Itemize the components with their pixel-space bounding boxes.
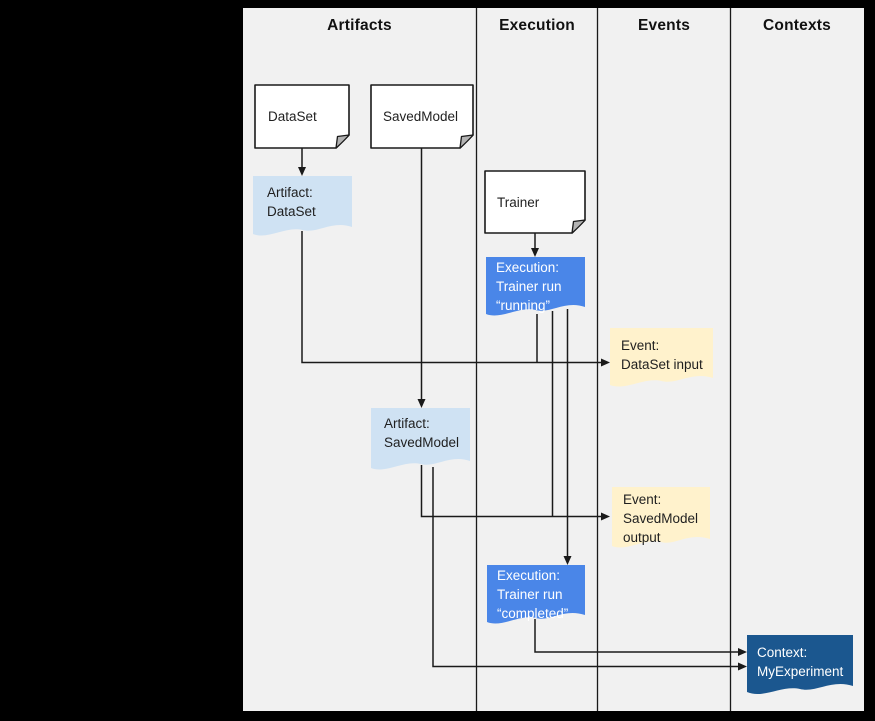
artifact-savedmodel-label: Artifact: SavedModel <box>384 416 460 450</box>
column-header-events: Events <box>637 17 691 34</box>
artifact-dataset-label: Artifact: DataSet <box>267 185 316 219</box>
note-fold-icon <box>571 219 586 234</box>
node-event-savedmodel-output <box>612 487 710 548</box>
connector-lines <box>301 148 738 668</box>
execution-running-label: Execution: Trainer run “running” <box>496 260 562 313</box>
lane-dividers <box>475 8 732 711</box>
note-fold-icon <box>459 134 474 149</box>
savedmodel-note-label: SavedModel <box>383 109 459 124</box>
trainer-note-label: Trainer <box>497 194 540 210</box>
node-artifact-savedmodel <box>371 408 470 470</box>
event-dataset-input-label: Event: DataSet input <box>621 338 703 372</box>
node-context-myexperiment <box>747 635 853 694</box>
node-artifact-dataset <box>253 176 352 236</box>
context-myexperiment-label: Context: MyExperiment <box>757 645 844 679</box>
note-fold-icon <box>335 134 350 149</box>
node-execution-running <box>486 257 585 316</box>
node-event-dataset-input <box>610 328 713 387</box>
column-header-artifacts: Artifacts <box>327 17 392 34</box>
execution-completed-label: Execution: Trainer run “completed” <box>497 568 569 621</box>
column-header-contexts: Contexts <box>763 17 831 34</box>
node-execution-completed <box>487 565 585 624</box>
dataset-note-label: DataSet <box>268 109 317 124</box>
event-savedmodel-output-label: Event: SavedModel output <box>623 492 699 545</box>
column-header-execution: Execution <box>499 17 575 34</box>
arrowheads <box>298 167 747 671</box>
